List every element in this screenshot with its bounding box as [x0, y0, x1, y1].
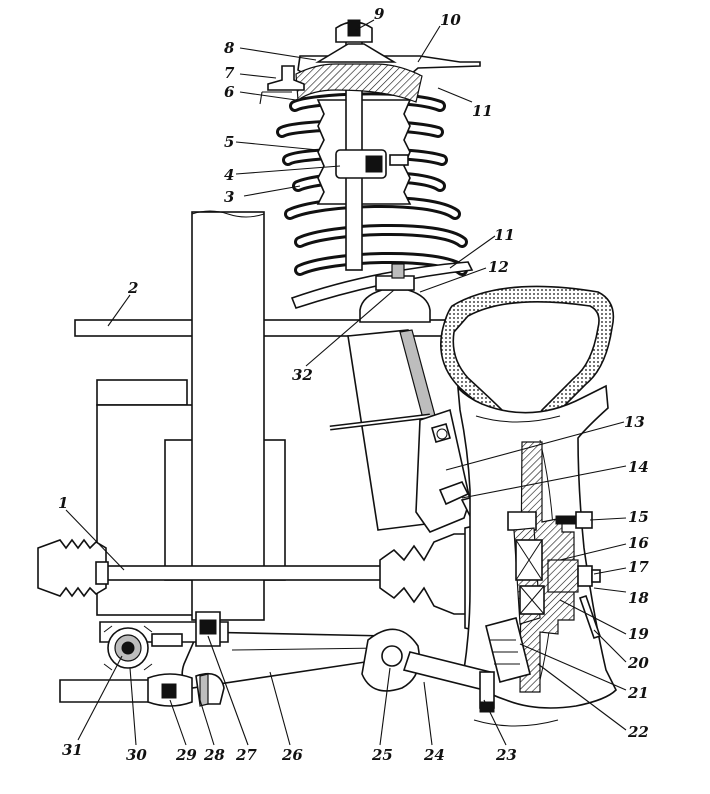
callout-19: 19 — [628, 625, 649, 643]
hub-nut — [577, 565, 593, 587]
brake-shield — [578, 594, 602, 640]
arm-pivot-bracket — [99, 611, 229, 707]
leader-lines — [65, 19, 627, 746]
callout-18: 18 — [628, 589, 649, 607]
callout-17: 17 — [628, 558, 649, 576]
callout-11-upper: 11 — [472, 102, 493, 120]
body-side-member — [191, 210, 265, 621]
callout-27: 27 — [235, 746, 257, 764]
callout-12: 12 — [488, 258, 509, 276]
hub-flange — [507, 511, 537, 531]
caliper — [485, 617, 531, 683]
callout-31: 31 — [62, 741, 83, 759]
hub — [547, 559, 579, 593]
callout-9: 9 — [374, 5, 385, 23]
callout-28: 28 — [203, 746, 225, 764]
callout-29: 29 — [175, 746, 197, 764]
strut-top-mount — [259, 19, 481, 105]
callout-32: 32 — [292, 366, 313, 384]
callout-4: 4 — [224, 166, 234, 184]
callout-23: 23 — [495, 746, 517, 764]
wheel-bolt — [575, 511, 593, 529]
callout-7: 7 — [224, 64, 235, 82]
callout-10: 10 — [440, 11, 461, 29]
ball-joint — [361, 628, 495, 713]
callout-5: 5 — [224, 133, 234, 151]
inner-cv-boot — [37, 538, 107, 598]
callout-24: 24 — [423, 746, 445, 764]
mount-stud-nut — [267, 65, 305, 91]
callout-6: 6 — [224, 83, 235, 101]
callout-14: 14 — [628, 458, 649, 476]
callout-26: 26 — [281, 746, 303, 764]
callout-20: 20 — [627, 654, 649, 672]
upper-support — [295, 63, 423, 103]
callout-22: 22 — [627, 723, 649, 741]
rod-nut — [347, 19, 361, 37]
callout-13: 13 — [624, 413, 645, 431]
callout-11-lower: 11 — [494, 226, 515, 244]
callout-8: 8 — [224, 39, 235, 57]
wheel-hub-assembly — [485, 441, 602, 693]
callout-1: 1 — [58, 494, 68, 512]
callout-30: 30 — [126, 746, 147, 764]
callout-16: 16 — [628, 534, 649, 552]
callout-labels: 1 2 3 4 5 6 7 8 9 10 11 11 12 13 14 15 1… — [58, 5, 649, 764]
callout-2: 2 — [127, 279, 138, 297]
callout-21: 21 — [627, 684, 649, 702]
callout-3: 3 — [224, 188, 234, 206]
lower-spring-seat — [290, 261, 474, 309]
callout-15: 15 — [628, 508, 649, 526]
callout-25: 25 — [371, 746, 393, 764]
lower-buffer-cup — [359, 289, 431, 323]
compression-buffer — [335, 149, 409, 179]
knuckle-bolt — [438, 481, 470, 506]
